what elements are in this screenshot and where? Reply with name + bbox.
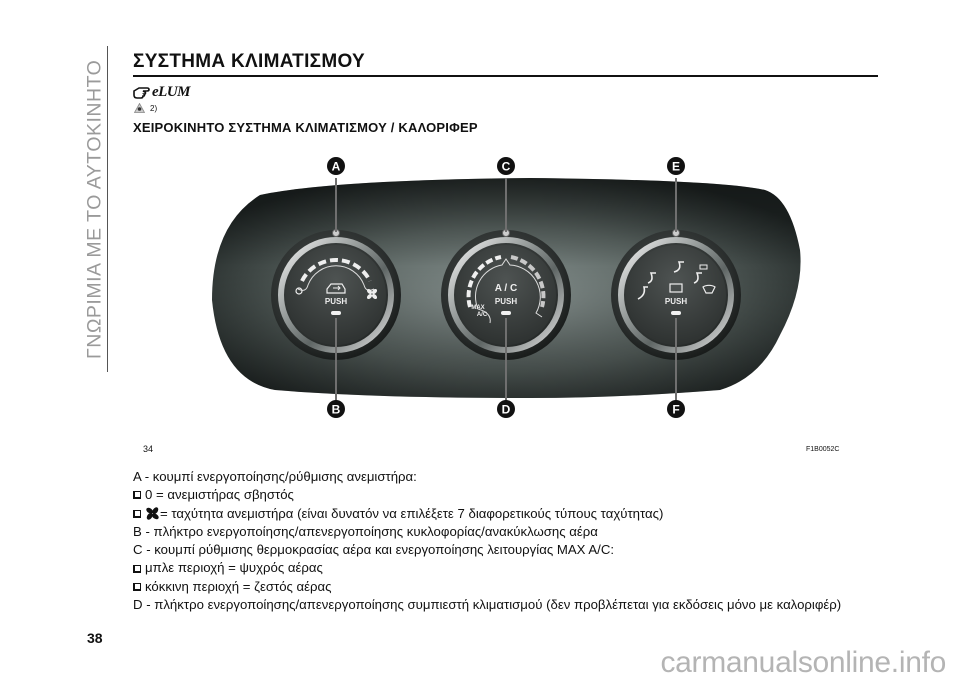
fan-knob-push-label: PUSH xyxy=(325,297,347,306)
desc-line: B - πλήκτρο ενεργοποίησης/απενεργοποίηση… xyxy=(133,523,598,539)
bullet-icon xyxy=(133,509,141,518)
climate-control-figure: PUSH A / C PUSH MAX A/C xyxy=(200,150,860,430)
page-title: ΣΥΣΤΗΜΑ ΚΛΙΜΑΤΙΣΜΟΥ xyxy=(133,51,366,72)
max-label: MAX xyxy=(471,305,484,311)
temp-knob-push-label: PUSH xyxy=(495,297,517,306)
callout-f xyxy=(667,400,685,418)
sidebar-divider xyxy=(107,46,108,372)
watermark-link[interactable]: carmanualsonline.info xyxy=(660,646,946,679)
svg-text:B: B xyxy=(332,403,341,417)
callout-e xyxy=(667,157,685,175)
desc-bullet: = ταχύτητα ανεμιστήρα (είναι δυνατόν να … xyxy=(133,505,841,523)
svg-text:F: F xyxy=(672,403,679,417)
desc-line: A - κουμπί ενεργοποίησης/ρύθμισης ανεμισ… xyxy=(133,469,417,484)
warning-triangle-icon xyxy=(134,103,145,113)
description-list: A - κουμπί ενεργοποίησης/ρύθμισης ανεμισ… xyxy=(133,468,841,614)
svg-text:E: E xyxy=(672,160,680,174)
section-sidebar-title: ΓΝΩΡΙΜΙΑ ΜΕ ΤΟ ΑΥΤΟΚΙΝΗΤΟ xyxy=(83,59,106,359)
dist-knob-push-label: PUSH xyxy=(665,297,687,306)
fan-icon xyxy=(146,507,159,520)
elum-badge: eLUM xyxy=(133,84,191,101)
warning-ref-number: 2) xyxy=(150,103,158,113)
svg-text:A: A xyxy=(332,160,341,174)
bullet-icon xyxy=(133,491,141,500)
bullet-icon xyxy=(133,564,141,573)
desc-bullet: 0 = ανεμιστήρας σβηστός xyxy=(133,486,841,504)
air-distribution-knob: PUSH xyxy=(611,229,741,360)
ac-label: A / C xyxy=(495,283,517,294)
page-number: 38 xyxy=(87,630,103,646)
desc-bullet: κόκκινη περιοχή = ζεστός αέρας xyxy=(133,578,841,596)
callout-d xyxy=(497,400,515,418)
max-ac-label: A/C xyxy=(477,312,488,318)
bullet-icon xyxy=(133,582,141,591)
figure-code: F1B0052C xyxy=(806,446,840,453)
title-underline xyxy=(133,75,878,77)
callout-c xyxy=(497,157,515,175)
rear-defrost-icon xyxy=(669,283,683,293)
svg-text:C: C xyxy=(502,160,511,174)
svg-text:D: D xyxy=(502,403,511,417)
desc-bullet: μπλε περιοχή = ψυχρός αέρας xyxy=(133,559,841,577)
pointing-hand-icon xyxy=(133,87,150,99)
desc-line: D - πλήκτρο ενεργοποίησης/απενεργοποίηση… xyxy=(133,597,842,613)
warning-reference: 2) xyxy=(134,103,157,113)
elum-label: eLUM xyxy=(152,84,191,100)
figure-number: 34 xyxy=(143,444,154,454)
section-subtitle: ΧΕΙΡΟΚΙΝΗΤΟ ΣΥΣΤΗΜΑ ΚΛΙΜΑΤΙΣΜΟΥ / ΚΑΛΟΡΙ… xyxy=(133,120,478,135)
callout-b xyxy=(327,400,345,418)
callout-a xyxy=(327,157,345,175)
climate-panel-illustration: PUSH A / C PUSH MAX A/C xyxy=(212,157,801,418)
desc-line: C - κουμπί ρύθμισης θερμοκρασίας αέρα κα… xyxy=(133,542,615,558)
temperature-knob: A / C PUSH MAX A/C xyxy=(441,229,571,360)
